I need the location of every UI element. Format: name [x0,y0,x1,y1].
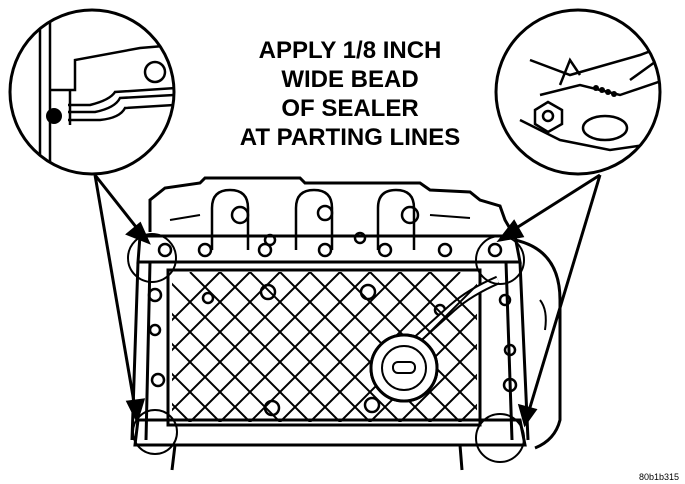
detail-view-left [8,8,176,176]
leader-arrows [93,173,602,428]
sealer-bead-dots [593,85,617,97]
callout-line-3: OF SEALER [281,95,419,122]
engine-block [130,176,562,471]
callout-line-4: AT PARTING LINES [239,124,461,151]
callout-text: APPLY 1/8 INCH WIDE BEAD OF SEALER AT PA… [200,36,500,152]
detail-view-right [494,8,662,176]
oil-pickup-screen [369,333,439,403]
figure-id: 80b1b315 [638,472,679,482]
parting-line-markers [127,233,525,463]
callout-line-2: WIDE BEAD [281,66,419,93]
callout-line-1: APPLY 1/8 INCH [258,37,442,64]
sealer-bead-dot [46,108,62,124]
